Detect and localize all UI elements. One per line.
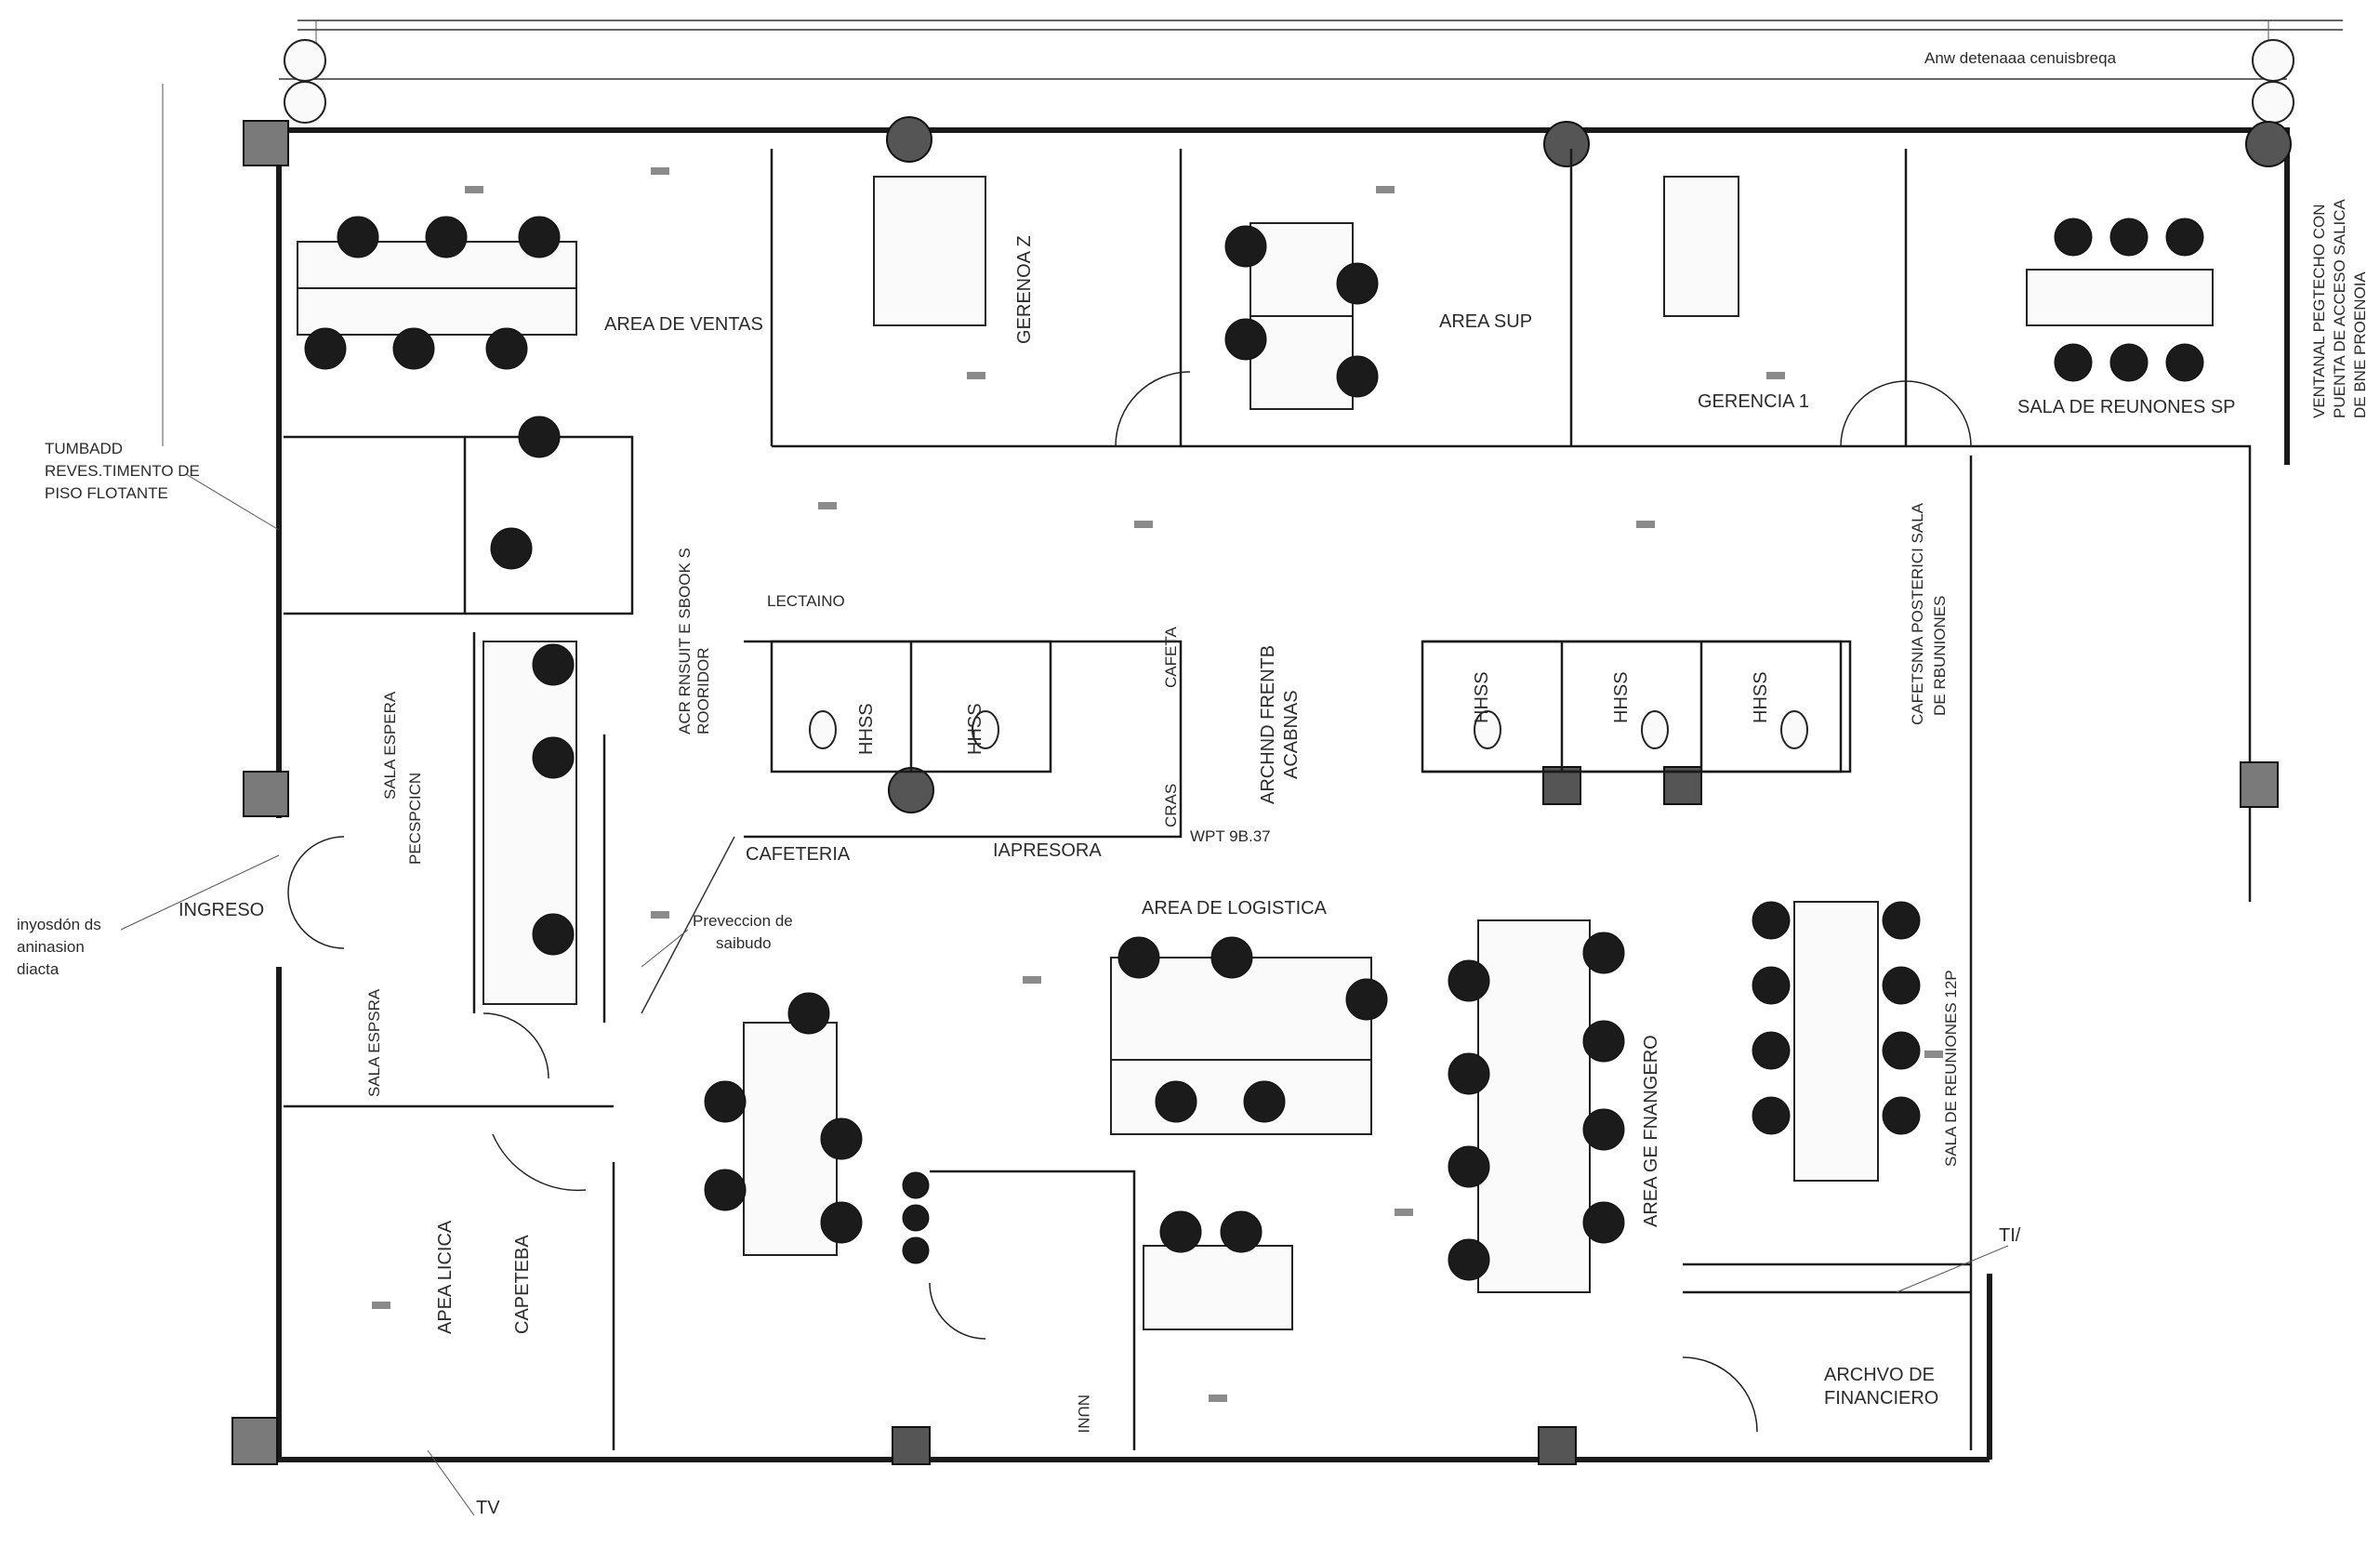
room-area-financiero: AREA GE FNANGERO xyxy=(1641,1035,1661,1227)
svg-text:PUENTA DE ACCESO SALICA: PUENTA DE ACCESO SALICA xyxy=(2331,198,2348,418)
structural-columns xyxy=(886,116,2292,1465)
room-sala-espera-2: SALA ESPSRA xyxy=(365,988,383,1097)
room-area-sup: AREA SUP xyxy=(1439,311,1532,332)
corridor-note-1: ACR RNSUIT E SBOOK S xyxy=(676,548,694,734)
svg-text:Anw detenaaa cenuisbreqa: Anw detenaaa cenuisbreqa xyxy=(1924,49,2117,67)
svg-text:VENTANAL PEGTECHO CON: VENTANAL PEGTECHO CON xyxy=(2310,205,2328,418)
svg-text:aninasion: aninasion xyxy=(17,938,85,956)
room-sala-espera-1: SALA ESPERA xyxy=(381,691,399,800)
corridor-note-2: ROORIDOR xyxy=(694,648,712,735)
svg-text:REVES.TIMENTO DE: REVES.TIMENTO DE xyxy=(45,462,200,480)
room-area-ventas: AREA DE VENTAS xyxy=(604,314,763,335)
room-hhss-4: HHSS xyxy=(1751,671,1771,723)
svg-text:TUMBADD: TUMBADD xyxy=(45,440,123,457)
grid-ref-label: WPT 9B.37 xyxy=(1190,827,1271,845)
room-archivo-financiero-1: ARCHVO DE xyxy=(1824,1365,1935,1385)
tv-right-label: TI/ xyxy=(1999,1225,2021,1246)
room-hhss-3: HHSS xyxy=(1611,671,1632,723)
room-sala-reuniones-sp: SALA DE REUNONES SP xyxy=(2017,397,2236,417)
right-note: VENTANAL PEGTECHO CON PUENTA DE ACCESO S… xyxy=(2310,198,2369,418)
top-curtain-rail xyxy=(279,20,2343,131)
corridor-side-label-2: CRAS xyxy=(1162,784,1180,827)
tv-bottom-label: TV xyxy=(476,1498,500,1518)
projection-label-1: Preveccion de xyxy=(693,912,793,930)
room-hhss-5: HHSS xyxy=(1472,671,1492,723)
room-capeteba: CAPETEBA xyxy=(512,1235,533,1334)
leader-lines xyxy=(120,84,2009,1516)
room-impresora: IAPRESORA xyxy=(993,840,1102,861)
room-archivo-cabinas-2: ACABNAS xyxy=(1281,690,1302,779)
top-note: Anw detenaaa cenuisbreqa xyxy=(1924,49,2117,67)
toilet-blocks xyxy=(770,640,1843,773)
entrance-note-callout: inyosdón ds aninasion diacta xyxy=(17,916,101,978)
door-swings xyxy=(287,371,1972,1433)
room-sala-reuniones-2: SALA DE REUNIONES 12P xyxy=(1942,970,1960,1167)
room-cafeteria: CAFETERIA xyxy=(746,844,851,865)
svg-text:PISO FLOTANTE: PISO FLOTANTE xyxy=(45,484,168,502)
room-hhss-2: HHSS xyxy=(965,703,985,755)
room-lectaino: LECTAINO xyxy=(767,592,845,610)
chairs xyxy=(304,216,2204,1281)
corridor-side-label: CAFETA xyxy=(1162,627,1180,688)
workstations xyxy=(297,176,2214,1330)
svg-text:inyosdón ds: inyosdón ds xyxy=(17,916,101,933)
svg-text:DE BNE PROENOIA: DE BNE PROENOIA xyxy=(2351,271,2369,418)
room-ingreso: INGRESO xyxy=(178,900,264,920)
room-area-logistica: AREA DE LOGISTICA xyxy=(1142,898,1328,919)
room-gerencia-1: GERENCIA 1 xyxy=(1698,391,1809,412)
projection-label-2: saibudo xyxy=(716,934,772,952)
room-cafeteria-posterior-2: DE RBUNIONES xyxy=(1931,596,1949,716)
floor-note-callout: TUMBADD REVES.TIMENTO DE PISO FLOTANTE xyxy=(45,440,200,502)
interior-partitions xyxy=(284,149,1971,1450)
room-archivo-cabinas-1: ARCHND FRENTB xyxy=(1258,645,1278,804)
room-hhss-1: HHSS xyxy=(856,703,877,755)
cabinet-label: NUNI xyxy=(1075,1395,1092,1434)
svg-text:diacta: diacta xyxy=(17,960,60,978)
room-cafeteria-posterior-1: CAFETSNIA POSTERICI SALA xyxy=(1909,502,1926,725)
grid-tags xyxy=(372,167,1943,1402)
room-archivo-financiero-2: FINANCIERO xyxy=(1824,1388,1938,1408)
room-area-clinica: APEA LICICA xyxy=(435,1220,456,1334)
room-gerencia-2: GERENOA Z xyxy=(1014,235,1035,344)
room-recepcion: PECSPCICN xyxy=(406,773,424,865)
